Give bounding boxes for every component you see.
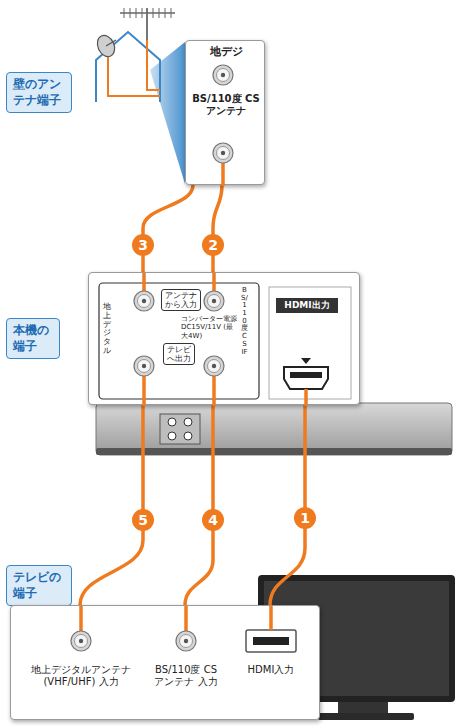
terminal-label: BS/110度 CSアンテナ 入力 xyxy=(151,664,221,688)
house-wire xyxy=(147,40,160,90)
recorder-base xyxy=(96,448,452,455)
section-label: 壁のアンテナ端子 xyxy=(6,72,72,113)
coax-socket xyxy=(71,631,91,651)
terminal-label: HDMI入力 xyxy=(236,664,306,676)
cable xyxy=(80,405,143,605)
cable xyxy=(185,405,213,605)
hdmi-marker xyxy=(301,358,311,364)
recorder-body xyxy=(96,403,452,455)
coax-socket xyxy=(176,631,196,651)
coax-socket xyxy=(204,291,224,311)
rear-jack xyxy=(184,418,192,426)
cable-end xyxy=(212,273,216,291)
cable-end xyxy=(221,163,225,186)
panel-drawing xyxy=(89,273,361,406)
callout-number: 3 xyxy=(132,234,154,256)
cable-end xyxy=(79,606,83,631)
cable-end xyxy=(142,273,146,291)
hdmi-frame xyxy=(269,287,351,399)
dish-arm xyxy=(106,40,116,46)
port-label: HDMI出力 xyxy=(276,298,338,313)
recorder-panel: 地上デジタル コンバーター電源 DC15V/11V (最大4W) BS/110度 C… xyxy=(88,272,360,405)
coax-socket xyxy=(204,356,224,376)
cable xyxy=(213,185,222,272)
rear-jack xyxy=(168,432,176,440)
port-label: テレビへ出力 xyxy=(163,343,195,365)
tv-stand xyxy=(338,702,388,714)
coax-socket xyxy=(134,291,154,311)
cable-end xyxy=(269,606,273,630)
label-text: テレビへ出力 xyxy=(166,345,192,363)
cable-end xyxy=(304,389,308,406)
port-label: アンテナから入力 xyxy=(161,289,201,311)
tv-panel: 地上デジタルアンテナ (VHF/UHF) 入力 BS/110度 CSアンテナ 入力… xyxy=(10,605,320,720)
terminal-label: コンバーター電源 DC15V/11V (最大4W) xyxy=(181,315,237,340)
terminal-label: BS/110度 CS IF xyxy=(241,287,248,356)
dish xyxy=(94,33,118,60)
view-fan xyxy=(150,42,185,184)
cable-end xyxy=(142,376,146,406)
section-label: テレビの端子 xyxy=(6,565,72,606)
antenna-boom xyxy=(120,12,175,14)
label-text: 壁のアンテナ端子 xyxy=(13,77,65,108)
coax-socket xyxy=(134,356,154,376)
hdmi-port xyxy=(246,630,296,652)
rear-jack xyxy=(168,418,176,426)
label-text: 本機の端子 xyxy=(13,323,53,354)
wall-panel: 地デジ BS/110度 CSアンテナ xyxy=(185,40,265,185)
rear-jack xyxy=(184,432,192,440)
callout-number: 2 xyxy=(202,234,224,256)
label-text: テレビの端子 xyxy=(13,570,65,601)
callout-number: 4 xyxy=(202,509,224,531)
terminal-label: 地デジ xyxy=(186,45,266,58)
hdmi-slot xyxy=(290,372,322,378)
label-text: HDMI出力 xyxy=(280,300,334,311)
section-label: 本機の端子 xyxy=(6,318,60,359)
callout-number: 5 xyxy=(132,509,154,531)
terminal-frame xyxy=(99,283,259,399)
callout-number: 1 xyxy=(294,507,316,529)
terminal-label: BS/110度 CSアンテナ xyxy=(188,93,264,117)
terminal-label: 地上デジタル xyxy=(103,303,111,356)
cable xyxy=(143,185,193,272)
terminal-label: 地上デジタルアンテナ (VHF/UHF) 入力 xyxy=(21,664,141,688)
cable-end xyxy=(212,376,216,406)
tv-base xyxy=(318,713,414,720)
coax-socket xyxy=(213,143,233,163)
label-text: アンテナから入力 xyxy=(164,291,198,309)
cable-end xyxy=(184,606,188,631)
hdmi-port xyxy=(284,367,328,389)
rear-connector xyxy=(160,414,200,444)
antenna-elements xyxy=(124,8,171,18)
coax-socket xyxy=(213,65,233,85)
panel-drawing xyxy=(11,606,321,721)
hdmi-slot xyxy=(253,637,289,645)
cable xyxy=(270,405,305,605)
